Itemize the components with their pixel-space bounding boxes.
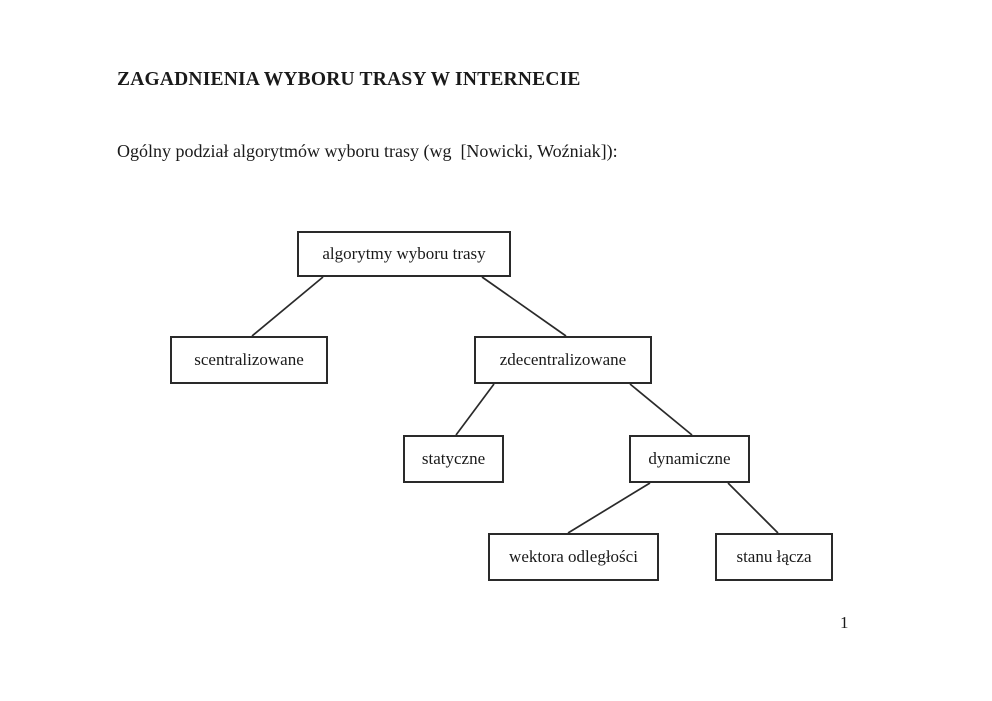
edge-dynamiczne-stanu-lacza [727,482,779,534]
edge-root-zdecentralizowane [481,276,567,337]
tree-node-scentralizowane: scentralizowane [170,336,328,384]
tree-node-dynamiczne: dynamiczne [629,435,750,483]
edge-zdecentralizowane-statyczne [455,383,495,436]
tree-node-statyczne: statyczne [403,435,504,483]
edge-zdecentralizowane-dynamiczne [629,383,693,436]
page-number: 1 [840,613,849,632]
edge-dynamiczne-wektora-odleglosci [567,482,651,534]
tree-node-stanu-lacza: stanu łącza [715,533,833,581]
edge-root-scentralizowane [251,276,324,337]
tree-node-algorytmy-wyboru-trasy: algorytmy wyboru trasy [297,231,511,277]
page-title: ZAGADNIENIA WYBORU TRASY W INTERNECIE [117,69,581,90]
tree-node-zdecentralizowane: zdecentralizowane [474,336,652,384]
intro-line: Ogólny podział algorytmów wyboru trasy (… [117,141,618,161]
tree-node-wektora-odleglosci: wektora odległości [488,533,659,581]
